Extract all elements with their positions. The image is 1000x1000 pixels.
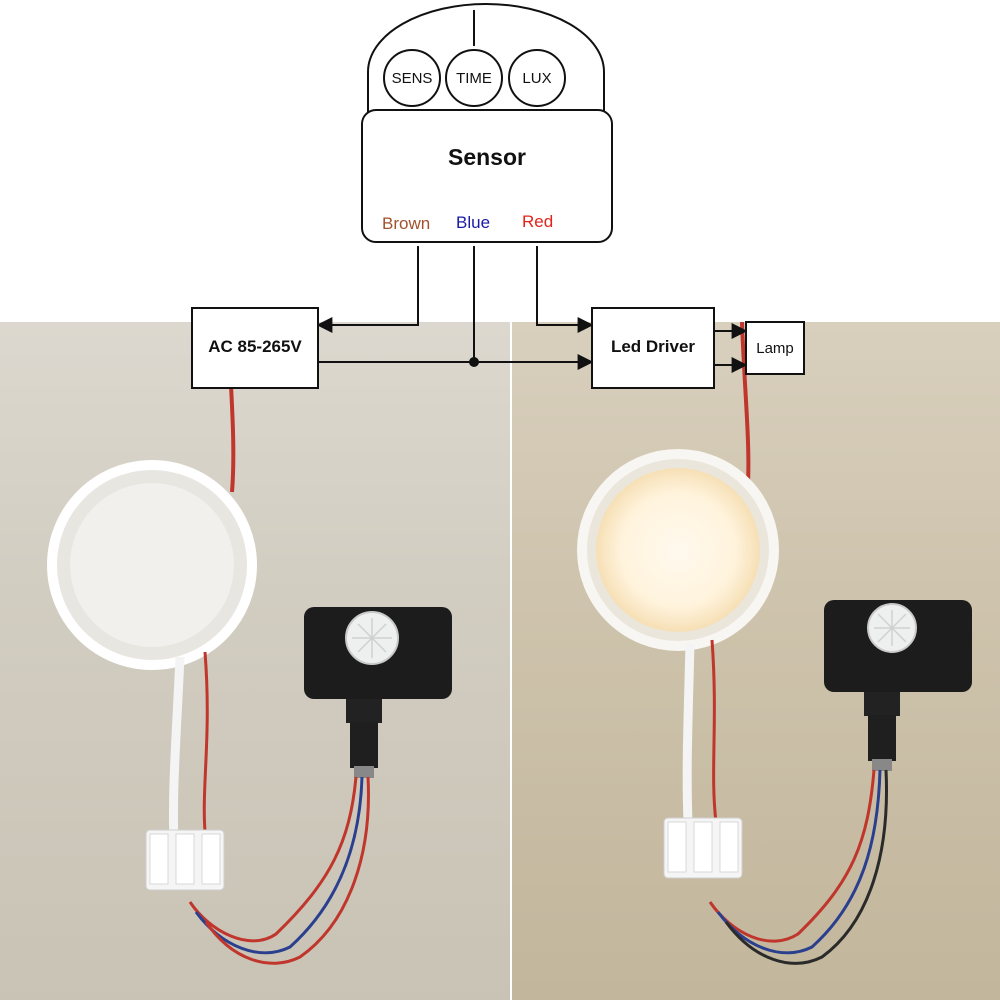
time-label: TIME — [456, 70, 492, 87]
panel-cable — [168, 656, 185, 843]
red-wire-line — [536, 246, 594, 333]
wiring-diagram — [191, 3, 805, 389]
red-wire-label: Red — [522, 212, 554, 231]
driver-label: Led Driver — [610, 337, 696, 356]
sensor-title: Sensor — [448, 144, 526, 170]
lamp-box — [745, 321, 805, 375]
panel-cable — [682, 643, 695, 823]
power-box — [191, 307, 319, 389]
photo-lamp-off — [0, 322, 510, 1000]
panel-light — [577, 449, 779, 651]
lux-label: LUX — [522, 70, 552, 87]
blue-wire-label: Blue — [456, 213, 491, 232]
driver-box — [591, 307, 715, 389]
sens-knob — [383, 49, 441, 107]
pir-sensor — [304, 607, 452, 778]
pir-sensor — [824, 600, 972, 771]
sens-label: SENS — [391, 70, 433, 87]
power-wire — [740, 322, 751, 483]
brown-wire-label: Brown — [382, 214, 431, 233]
lux-knob — [508, 49, 566, 107]
sensor-box — [361, 109, 613, 243]
terminal-connector — [145, 829, 225, 891]
time-knob — [445, 49, 503, 107]
lamp-label: Lamp — [756, 340, 794, 357]
brown-wire-line — [316, 246, 419, 333]
terminal-connector — [663, 817, 743, 879]
panel-light — [47, 460, 257, 670]
junction-dot — [469, 357, 479, 367]
photo-lamp-on — [512, 322, 1000, 1000]
power-label: AC 85-265V — [208, 337, 302, 356]
